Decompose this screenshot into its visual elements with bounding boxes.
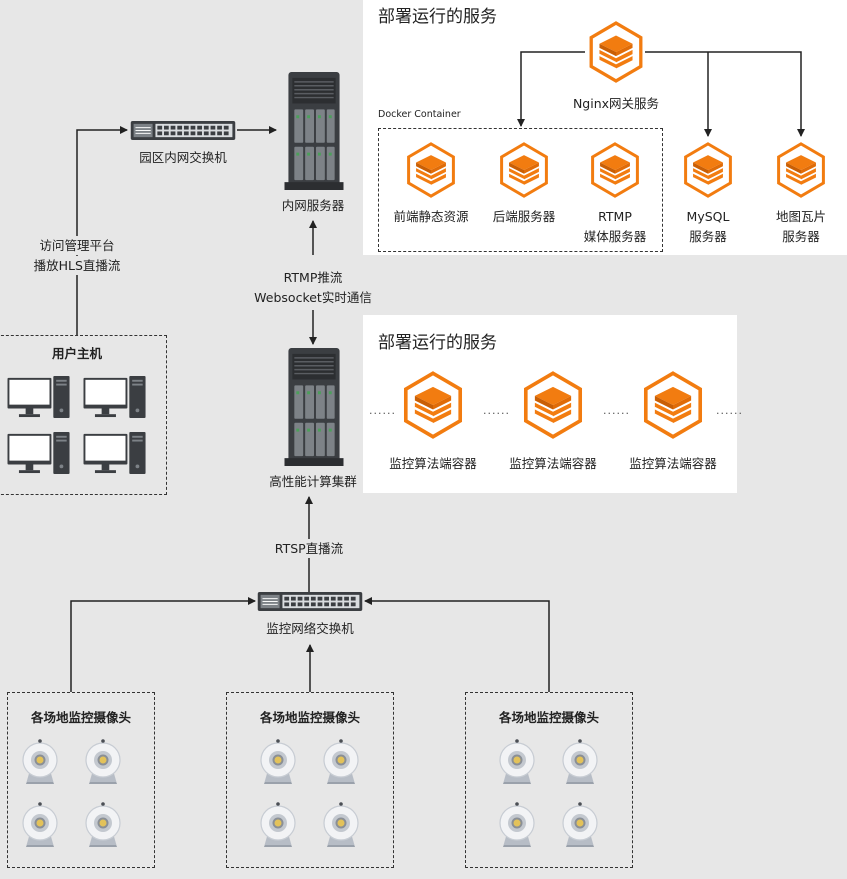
camera-icon <box>20 738 60 786</box>
backend-server-icon <box>496 142 552 198</box>
camera-group-title: 各场地监控摄像头 <box>498 710 599 725</box>
monitor-switch-icon <box>257 592 363 611</box>
docker-container-box <box>378 128 663 252</box>
camera-group-title: 各场地监控摄像头 <box>259 710 360 725</box>
camera-group-box <box>7 692 155 868</box>
frontend-static-icon <box>403 142 459 198</box>
camera-icon <box>497 801 537 849</box>
map-tile-label-line2: 服务器 <box>782 229 820 244</box>
camera-icon <box>20 801 60 849</box>
algorithm-container-icon <box>639 370 707 440</box>
websocket-label: Websocket实时通信 <box>238 288 388 307</box>
frontend-static-label: 前端静态资源 <box>393 209 469 224</box>
camera-icon <box>560 738 600 786</box>
algorithm-container-label: 监控算法端容器 <box>389 456 477 471</box>
user-access-label-line2: 播放HLS直播流 <box>22 256 132 275</box>
top-panel-title: 部署运行的服务 <box>378 7 497 27</box>
intranet-server-icon <box>284 72 344 190</box>
algorithm-container-icon <box>399 370 467 440</box>
campus-switch-label: 园区内网交换机 <box>139 150 227 165</box>
hpc-cluster-icon <box>284 348 344 466</box>
campus-switch-icon <box>129 121 237 140</box>
camera-icon <box>560 801 600 849</box>
ellipsis: ...... <box>483 404 510 417</box>
camera-icon <box>321 801 361 849</box>
algorithm-container-label: 监控算法端容器 <box>629 456 717 471</box>
nginx-gateway-icon <box>585 20 647 84</box>
rtmp-label-line1: RTMP <box>598 209 632 224</box>
user-access-label-line1: 访问管理平台 <box>27 236 127 255</box>
desktop-pc-icon <box>83 376 147 418</box>
desktop-pc-icon <box>83 432 147 474</box>
rtsp-stream-label: RTSP直播流 <box>259 539 359 558</box>
monitor-switch-label: 监控网络交换机 <box>266 621 354 636</box>
camera-group-box <box>465 692 633 868</box>
camera-icon <box>83 738 123 786</box>
nginx-gateway-label: Nginx网关服务 <box>572 96 660 111</box>
algorithm-container-icon <box>519 370 587 440</box>
camera-icon <box>497 738 537 786</box>
rtmp-media-server-icon <box>587 142 643 198</box>
backend-server-label: 后端服务器 <box>492 209 556 224</box>
user-host-title: 用户主机 <box>51 346 102 361</box>
desktop-pc-icon <box>7 432 71 474</box>
intranet-server-label: 内网服务器 <box>281 198 345 213</box>
docker-container-label: Docker Container <box>378 109 461 120</box>
ellipsis: ...... <box>369 404 396 417</box>
camera-icon <box>321 738 361 786</box>
map-tile-server-icon <box>773 142 829 198</box>
mysql-label-line1: MySQL <box>686 209 730 224</box>
camera-icon <box>258 738 298 786</box>
rtmp-label-line2: 媒体服务器 <box>583 229 647 244</box>
mysql-label-line2: 服务器 <box>689 229 727 244</box>
camera-group-box <box>226 692 394 868</box>
camera-group-title: 各场地监控摄像头 <box>30 710 131 725</box>
camera-icon <box>83 801 123 849</box>
map-tile-label-line1: 地图瓦片 <box>775 209 826 224</box>
desktop-pc-icon <box>7 376 71 418</box>
mysql-server-icon <box>680 142 736 198</box>
ellipsis: ...... <box>716 404 743 417</box>
camera-icon <box>258 801 298 849</box>
rtmp-push-label: RTMP推流 <box>253 268 373 287</box>
ellipsis: ...... <box>603 404 630 417</box>
hpc-cluster-label: 高性能计算集群 <box>269 474 357 489</box>
algorithm-container-label: 监控算法端容器 <box>509 456 597 471</box>
mid-panel-title: 部署运行的服务 <box>378 333 497 353</box>
user-host-box <box>0 335 167 495</box>
